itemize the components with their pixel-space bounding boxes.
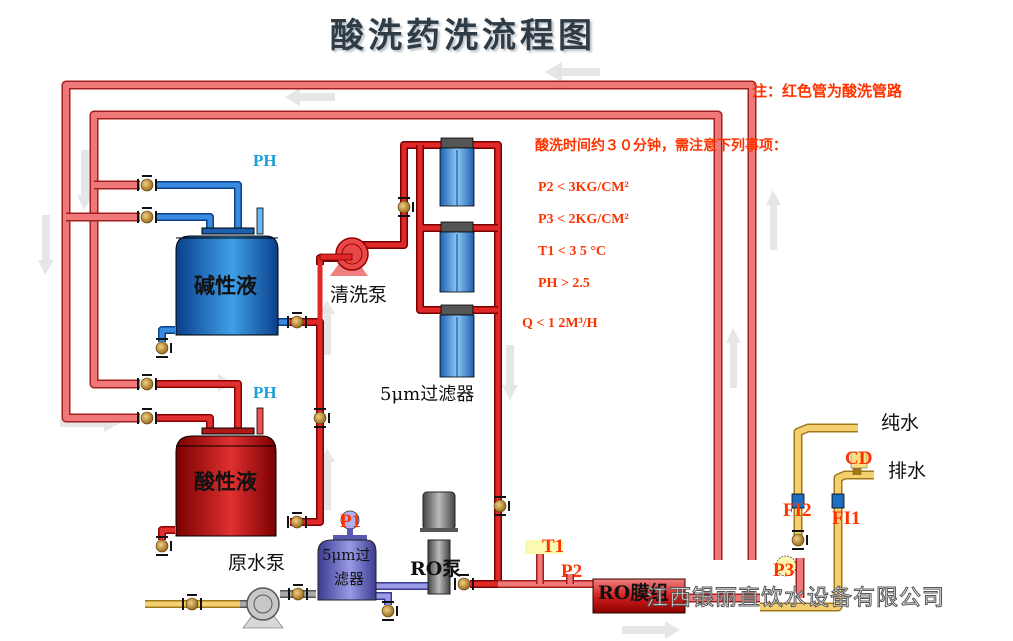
condition-flow: Q < 1 2M³/H — [522, 316, 598, 331]
ph-probe-alkaline-label: PH — [253, 151, 277, 170]
cleaning-conditions-heading: 酸洗时间约３０分钟，需注意下列事项： — [535, 138, 787, 154]
p3-gauge — [775, 555, 797, 577]
raw-water-pump — [242, 587, 284, 629]
acid-tank — [175, 407, 277, 537]
cd-sensor-label: CD — [845, 448, 873, 469]
flow-arrow-up-right2 — [726, 328, 741, 388]
flow-arrows — [38, 62, 781, 639]
condition-p3: P3 < 2KG/CM² — [538, 212, 629, 227]
valve-icon — [137, 374, 157, 391]
ro-outlet-pipes — [685, 423, 874, 612]
p1-gauge-label: P1 — [340, 511, 362, 532]
cartridge-filter-stack — [439, 137, 475, 378]
flow-arrow-up-clean2 — [320, 448, 335, 510]
valve-icon — [137, 207, 157, 224]
valve-icon — [791, 530, 808, 550]
cleaning-pump — [319, 237, 369, 276]
valve-icon — [493, 496, 510, 516]
valve-icon — [155, 338, 172, 358]
flow-arrow-down-left2 — [77, 150, 93, 210]
valve-icon — [454, 574, 474, 591]
small-filter-label-line1: 5μm过 — [322, 546, 371, 564]
flow-indicators — [791, 493, 845, 509]
flow-arrow-up-clean1 — [320, 300, 335, 355]
raw-water-pump-label: 原水泵 — [228, 552, 286, 574]
cartridge-filters-label: 5μm过滤器 — [380, 384, 475, 405]
ro-pump — [420, 491, 458, 595]
alkaline-tank-label: 碱性液 — [194, 273, 257, 298]
flow-arrow-left-second — [285, 88, 335, 106]
cartridge-filter-1 — [439, 137, 475, 207]
company-watermark: 江西银丽直饮水设备有限公司 — [645, 586, 946, 612]
cleaning-pump-label: 清洗泵 — [330, 284, 388, 306]
valve-icon — [288, 584, 308, 601]
valve-icon — [182, 594, 202, 611]
ro-pump-label: RO泵 — [410, 558, 462, 580]
fi2-flowmeter — [791, 493, 805, 509]
valves — [137, 175, 808, 621]
fi1-flowmeter — [831, 493, 845, 509]
flow-arrow-down-left1 — [38, 215, 54, 275]
cd-sensor-housing — [850, 451, 868, 469]
valve-icon — [287, 512, 307, 529]
t1-sensor-housing — [525, 540, 563, 554]
pure-water-outlet-label: 纯水 — [881, 412, 920, 434]
t1-sensor-label: T1 — [542, 536, 565, 557]
acid-tank-pipes — [155, 380, 242, 540]
flow-arrow-down-filter — [502, 345, 518, 400]
cartridge-filter-2 — [439, 221, 475, 293]
fi2-label: FI2 — [783, 500, 812, 521]
small-filter-label-line2: 滤器 — [334, 570, 365, 588]
flow-arrow-up-right1 — [766, 190, 781, 250]
acid-tank-label: 酸性液 — [194, 469, 257, 494]
valve-icon — [397, 197, 414, 217]
flow-arrow-right-bottom — [622, 621, 680, 639]
ph-probe-acid-label: PH — [253, 383, 277, 402]
valve-icon — [137, 175, 157, 192]
page-title: 酸洗药洗流程图 — [330, 16, 596, 56]
condition-p2: P2 < 3KG/CM² — [538, 180, 629, 195]
cartridge-filter-3 — [439, 304, 475, 378]
condition-t1: T1 < 3 5 °C — [538, 244, 607, 259]
drain-outlet-label: 排水 — [888, 460, 927, 482]
small-cartridge-filter — [317, 510, 377, 601]
p2-gauge-label: P2 — [561, 561, 583, 582]
valve-icon — [381, 601, 398, 621]
fi1-label: FI1 — [832, 508, 861, 529]
valve-icon — [313, 408, 330, 428]
valve-icon — [155, 536, 172, 556]
pipe-legend-note: 注：红色管为酸洗管路 — [752, 82, 903, 100]
valve-icon — [287, 312, 307, 329]
condition-ph: PH > 2.5 — [538, 276, 590, 291]
ro-membrane-label: RO膜组 — [598, 582, 669, 604]
valve-icon — [137, 408, 157, 425]
ro-membrane — [592, 578, 686, 614]
acid-return-pipes — [61, 80, 757, 560]
p3-gauge-label: P3 — [773, 560, 795, 581]
alkaline-tank — [175, 207, 279, 336]
flow-arrow-left-top — [545, 62, 600, 82]
